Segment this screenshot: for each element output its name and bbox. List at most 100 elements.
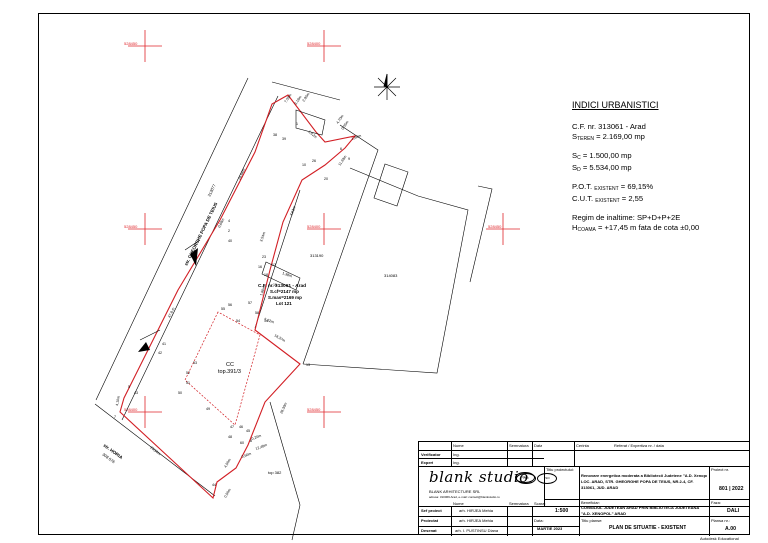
dimension-line — [139, 239, 201, 341]
indices-s-teren: STEREN = 2.169,00 mp — [572, 132, 645, 142]
header-semnatura-2: Semnatura — [509, 501, 529, 506]
grid-label: 528450 — [307, 407, 321, 412]
parcel-314083 — [302, 167, 469, 374]
desenat: arh. I. PUSTINSU Diana — [455, 528, 499, 533]
point-label: 50 — [178, 391, 182, 395]
point-label: 4 — [228, 219, 230, 223]
point-label: 48 — [228, 435, 232, 439]
point-label: 42 — [158, 351, 162, 355]
point-label: 26 — [312, 159, 316, 163]
point-label: 39 — [282, 137, 286, 141]
indices-regim: Regim de inaltime: SP+D+P+2E — [572, 213, 681, 222]
indices-title: INDICI URBANISTICI — [572, 100, 659, 110]
dimension-label: 12,48m — [255, 443, 268, 451]
point-label: 55 — [221, 307, 225, 311]
street-edge — [121, 95, 279, 421]
parcel-label: 313190 — [310, 253, 324, 258]
point-label: 9 — [348, 157, 350, 161]
verificator-label: Verificator — [421, 452, 441, 457]
parcel-313190 — [254, 124, 379, 365]
dimension-label: 11,69m — [338, 155, 348, 167]
plansa-nr: A.00 — [725, 526, 736, 532]
dimension-label: 23,50m — [149, 446, 161, 457]
cert-badge-icon: ISO — [537, 473, 557, 484]
cc-label: CC — [226, 362, 234, 368]
data-value: MARTIE 2023 — [537, 526, 563, 531]
building-outline — [261, 261, 301, 291]
lot-boundary — [119, 94, 357, 500]
dimension-label: 1,38m — [282, 271, 293, 278]
sef-proiect: arh. HIRJEA Mehia — [459, 508, 494, 513]
indices-sc: SC = 1.500,00 mp — [572, 151, 632, 161]
titlu-plansa: PLAN DE SITUATIE - EXISTENT — [609, 525, 687, 531]
verificator-nume: Ing. — [453, 452, 460, 457]
point-label: 16 — [258, 265, 262, 269]
dimension-label: 3,18m — [294, 95, 303, 105]
footer-stamp: Autodesk Educational — [700, 536, 739, 541]
desenat-label: Desenat — [421, 528, 437, 533]
point-label: 8 — [250, 439, 252, 443]
dimension-label: 4,10m — [115, 396, 121, 407]
point-label: 14 — [264, 319, 268, 323]
hatch-symbol — [190, 248, 198, 266]
point-label: 7 — [114, 415, 116, 419]
point-label: 2 — [228, 229, 230, 233]
header-cerinta: Cerinta — [576, 443, 589, 448]
titlu-proiect-label: Titlu proiectului: — [546, 467, 574, 472]
faza-value: DALI — [727, 508, 740, 514]
sheet-frame — [38, 13, 750, 535]
point-label: 38 — [273, 133, 277, 137]
north-arrow-icon — [374, 73, 400, 100]
header-scara: Scara: — [534, 501, 546, 506]
point-label: 58 — [255, 311, 259, 315]
point-label: 56 — [228, 303, 232, 307]
company-logo: blank studio — [429, 468, 529, 486]
grid-label: 528450 — [124, 41, 138, 46]
point-label: 1 — [296, 122, 298, 126]
dimension-label: 28,84m — [237, 168, 246, 181]
beneficiar-label: Beneficiar: — [581, 500, 600, 505]
adresa-proiect: LOC. ARAD, STR. GHEORGHE POPA DE TEIUS, … — [581, 479, 694, 490]
point-label: 46 — [239, 425, 243, 429]
dimension-label: 18,37m — [274, 333, 286, 342]
top-label: top 382 — [268, 470, 282, 475]
hatch-symbol — [138, 342, 150, 352]
street-edge — [271, 81, 341, 101]
dimension-label: 5,22m — [264, 317, 275, 324]
street-edge — [95, 77, 249, 401]
expert-nume: Ing. — [453, 460, 460, 465]
indices-h-coama: HCOAMA = +17,45 m fata de cota ±0,00 — [572, 223, 700, 233]
company-info: adresa: 310069 Arad, e-mail: contact@bla… — [429, 495, 500, 499]
header-data: Data — [534, 443, 543, 448]
point-label: 17 — [272, 263, 276, 267]
scara-value: 1:500 — [555, 508, 569, 514]
dimension-label: 4,70m — [336, 114, 345, 124]
point-label: 5 — [128, 385, 130, 389]
street-edge — [469, 185, 493, 283]
sef-proiect-label: Sef proiect — [421, 508, 442, 513]
header-nume: Nume — [453, 443, 464, 448]
indices-pot: P.O.T. EXISTENT = 69,15% — [572, 182, 654, 192]
dimension-label: 3,63m — [289, 206, 296, 217]
lot-area-mas: S.mas=2169 mp — [268, 295, 302, 300]
lot-number: Lot 121 — [276, 301, 292, 306]
point-label: 10 — [302, 163, 306, 167]
dimension-label: 0,50m — [241, 452, 252, 459]
faza-label: Faza: — [711, 500, 722, 505]
point-label: 60 — [240, 441, 244, 445]
point-label: 47 — [230, 425, 234, 429]
point-label: 41 — [162, 342, 166, 346]
point-label: 53 — [193, 361, 197, 365]
point-label: 57 — [248, 301, 252, 305]
indices-cut: C.U.T. EXISTENT = 2,55 — [572, 194, 644, 204]
point-label: 43 — [134, 391, 138, 395]
point-label: 40 — [228, 239, 232, 243]
point-label: 18 — [264, 273, 268, 277]
dimension-label: 3,54m — [259, 232, 266, 243]
lot-cf: C.F. nr. 313061 - Arad — [258, 283, 306, 289]
header-semnatura: Semnatura — [509, 443, 529, 448]
grid-label: 528450 — [124, 224, 138, 229]
grid-label: 528400 — [307, 41, 321, 46]
